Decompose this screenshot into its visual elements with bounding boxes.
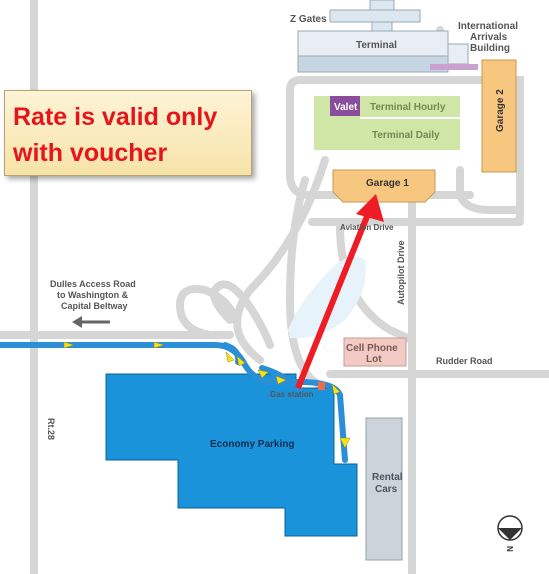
garage-2	[481, 59, 517, 173]
rental-cars-lot	[365, 417, 403, 561]
route-arrow	[63, 341, 75, 349]
route-arrow	[225, 351, 235, 363]
label-z-gates: Z Gates	[290, 14, 327, 25]
road-garage2-connector	[456, 166, 524, 214]
label-cell-phone: Cell Phone	[346, 343, 398, 354]
north-arrow: N	[497, 515, 523, 552]
direction-arrowhead-west	[72, 316, 82, 328]
route-arrow	[331, 383, 341, 395]
route-arrow	[257, 369, 269, 379]
label-dulles-access-1: Dulles Access Road	[50, 279, 136, 289]
label-lot: Lot	[366, 354, 382, 365]
label-north: N	[505, 546, 514, 552]
road-ramp-2	[233, 156, 329, 364]
terminal-frontage	[297, 55, 449, 73]
route-arrow	[153, 341, 165, 349]
route-arrows	[63, 341, 351, 449]
route-to-rental	[297, 379, 348, 463]
road-garage2-loop	[466, 76, 524, 226]
road-cloverleaf-1	[175, 285, 239, 339]
route-arrow	[275, 375, 287, 385]
label-dulles-access-3: Capital Beltway	[61, 301, 128, 311]
label-terminal: Terminal	[356, 40, 397, 51]
valet-lot	[330, 96, 360, 116]
international-arrivals-walkway	[430, 64, 478, 70]
label-dulles-access-2: to Washington &	[57, 290, 129, 300]
label-garage-1: Garage 1	[366, 178, 409, 189]
label-rudder-road: Rudder Road	[436, 356, 493, 366]
compass-pointer-icon	[498, 528, 522, 540]
pointer-arrow-head	[356, 194, 384, 222]
label-valet: Valet	[334, 102, 358, 113]
label-building: Building	[470, 43, 510, 54]
label-terminal-daily: Terminal Daily	[372, 130, 440, 141]
label-terminal-hourly: Terminal Hourly	[370, 102, 446, 113]
voucher-callout: Rate is valid only with voucher	[4, 90, 252, 176]
label-gas-station: Gas station	[270, 390, 314, 399]
label-economy-parking: Economy Parking	[210, 439, 294, 450]
route-arrow	[339, 437, 351, 449]
label-arrivals: Arrivals	[470, 32, 508, 43]
international-arrivals-building	[447, 43, 469, 65]
label-rt28: Rt.28	[46, 418, 56, 440]
label-aviation-drive: Aviation Drive	[340, 223, 394, 232]
gas-station-icon	[318, 382, 325, 390]
label-international: International	[458, 21, 518, 32]
pointer-arrow-shaft	[295, 212, 371, 390]
label-rental: Rental	[372, 472, 403, 483]
label-garage-2: Garage 2	[495, 89, 506, 132]
terminal-building	[297, 0, 478, 73]
cell-phone-lot	[343, 337, 407, 367]
road-cloverleaf-2	[210, 280, 274, 349]
water-feature	[288, 256, 366, 339]
garage-1	[332, 169, 436, 203]
label-cars: Cars	[375, 484, 398, 495]
economy-parking-lot	[105, 373, 358, 537]
label-autopilot-drive: Autopilot Drive	[396, 241, 406, 306]
route-arrow	[236, 355, 246, 367]
z-gates-pier	[329, 9, 421, 23]
road-terminal-top	[286, 76, 474, 94]
